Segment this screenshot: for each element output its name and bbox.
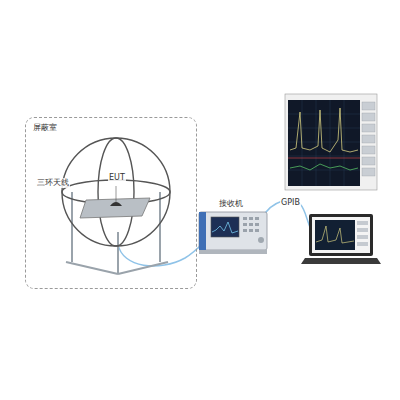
eut-table [80,198,150,218]
eut-label: EUT [108,173,126,183]
eut-device [110,202,122,206]
antenna-label: 三环天线 [36,178,70,188]
interface-label: GPIB [280,198,301,208]
spectrum-screenshot [285,94,377,190]
triple-loop-antenna [62,138,170,246]
receiver-box: 接收机 [199,212,267,250]
receiver-instrument [199,212,267,254]
node-label: 屏蔽室 [33,123,57,133]
laptop [301,214,381,264]
shielded-room: 屏蔽室 [25,117,197,289]
node-label: 接收机 [219,199,243,209]
